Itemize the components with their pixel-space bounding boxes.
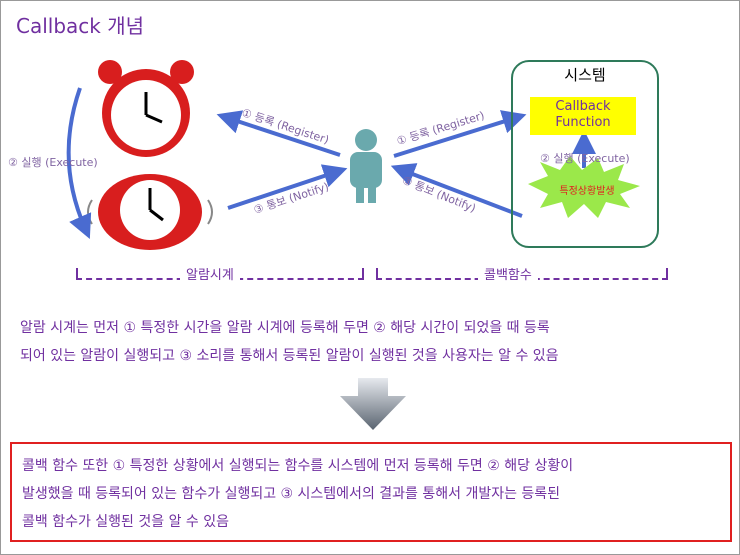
callback-explanation: 콜백 함수 또한 ① 특정한 상황에서 실행되는 함수를 시스템에 먼저 등록해… bbox=[22, 452, 573, 536]
bracket-label-callback: 콜백함수 bbox=[478, 264, 538, 283]
event-starburst bbox=[528, 156, 640, 218]
callback-line-1: 콜백 함수 또한 ① 특정한 상황에서 실행되는 함수를 시스템에 먼저 등록해… bbox=[22, 458, 574, 474]
alarm-explanation: 알람 시계는 먼저 ① 특정한 시간을 알람 시계에 등록해 두면 ② 해당 시… bbox=[20, 314, 559, 370]
execute-label-clock: ② 실행 (Execute) bbox=[8, 156, 98, 169]
event-label: 특정상황발생 bbox=[559, 186, 615, 197]
execute-label-system: ② 실행 (Execute) bbox=[540, 152, 630, 165]
alarm-clock-icon bbox=[98, 60, 194, 157]
ringing-alarm-clock-icon bbox=[87, 174, 213, 250]
down-arrow-icon bbox=[340, 378, 406, 430]
bracket-label-alarm: 알람시계 bbox=[180, 264, 240, 283]
callback-line-2: 발생했을 때 등록되어 있는 함수가 실행되고 ③ 시스템에서의 결과를 통해서… bbox=[22, 486, 561, 502]
notify-arrow-right bbox=[390, 163, 523, 218]
callback-line-3: 콜백 함수가 실행된 것을 알 수 있음 bbox=[22, 514, 230, 530]
alarm-line-1: 알람 시계는 먼저 ① 특정한 시간을 알람 시계에 등록해 두면 ② 해당 시… bbox=[20, 320, 550, 336]
notify-arrow-left bbox=[227, 164, 348, 210]
callback-explanation-box bbox=[10, 442, 732, 542]
callback-line2: Function bbox=[555, 115, 611, 130]
person-icon bbox=[350, 129, 382, 203]
system-label: 시스템 bbox=[564, 66, 606, 84]
alarm-line-2: 되어 있는 알람이 실행되고 ③ 소리를 통해서 등록된 알람이 실행된 것을 … bbox=[20, 348, 559, 364]
register-arrow-right bbox=[393, 110, 527, 158]
execute-curve-arrow bbox=[66, 87, 92, 239]
system-box bbox=[511, 60, 659, 248]
diagram-graphics bbox=[66, 60, 640, 250]
slide-title: Callback 개념 bbox=[16, 14, 145, 38]
register-arrow-left bbox=[216, 110, 341, 157]
callback-line1: Callback bbox=[555, 99, 611, 114]
